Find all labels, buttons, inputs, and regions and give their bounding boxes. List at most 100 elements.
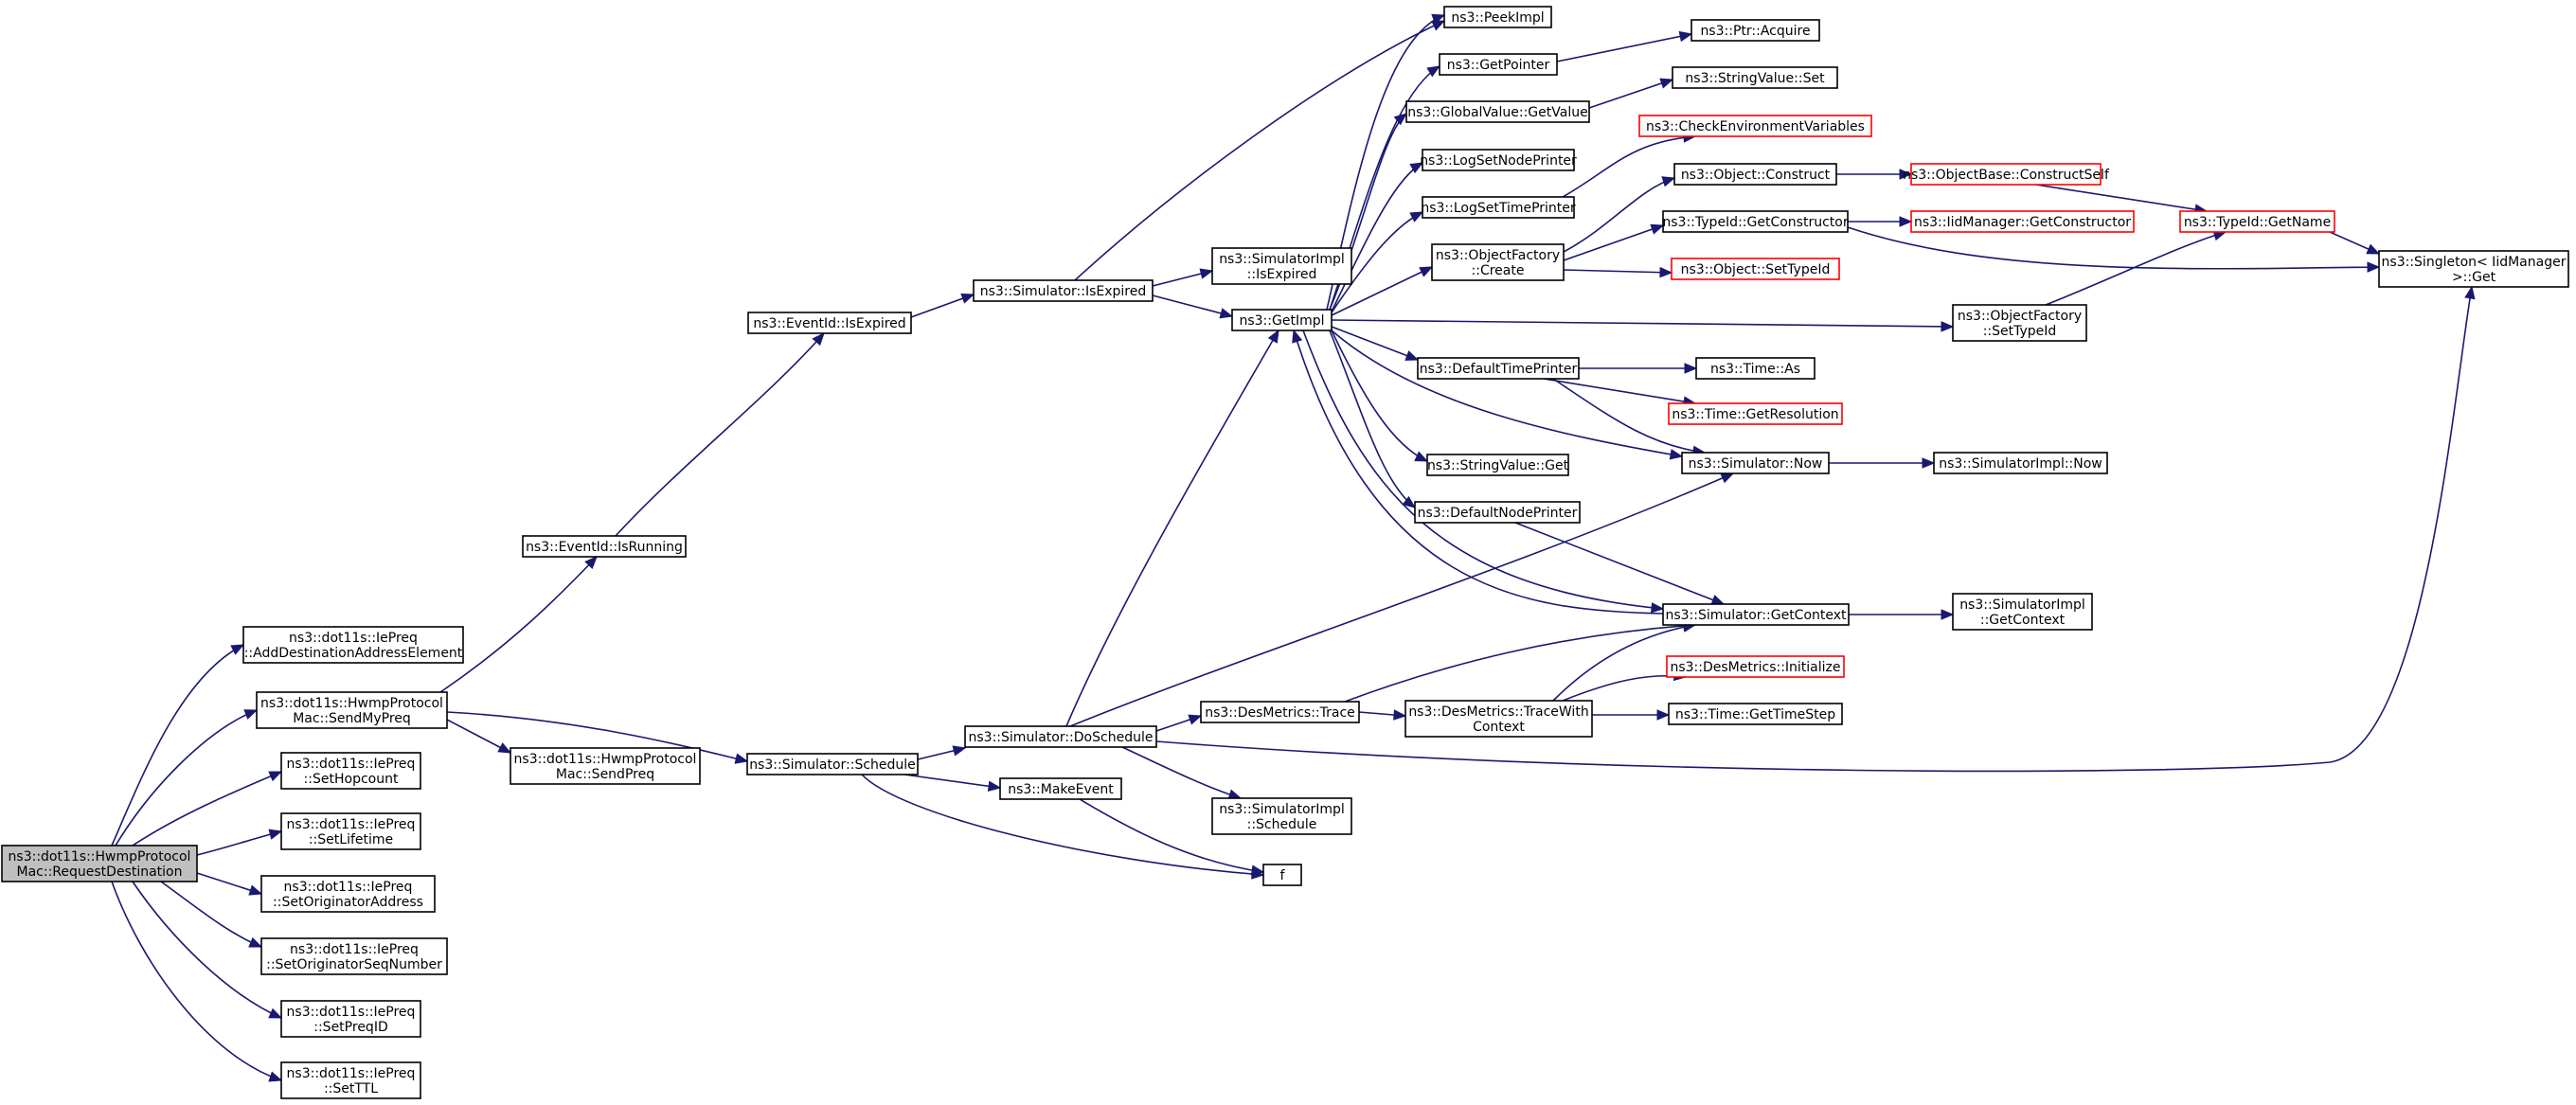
arrowhead-time_as xyxy=(1684,363,1698,374)
node-set-preqid[interactable]: ns3::dot11s::IePreq::SetPreqID xyxy=(280,1000,421,1038)
node-time-getresolution[interactable]: ns3::Time::GetResolution xyxy=(1668,402,1843,425)
arrowhead-peek_impl xyxy=(1431,20,1446,31)
node-set-hopcount[interactable]: ns3::dot11s::IePreq::SetHopcount xyxy=(280,752,421,790)
arrowhead-singleton_get xyxy=(2367,261,2381,273)
node-box xyxy=(1405,100,1590,123)
node-stringvalue-get[interactable]: ns3::StringValue::Get xyxy=(1426,454,1569,476)
node-simimpl-getcontext[interactable]: ns3::SimulatorImpl::GetContext xyxy=(1952,593,2093,631)
node-box xyxy=(1231,309,1333,331)
node-get-impl[interactable]: ns3::GetImpl xyxy=(1231,309,1333,331)
node-label: ns3::dot11s::IePreq xyxy=(287,1005,416,1020)
edge-root-to-send_my_preq xyxy=(115,709,258,847)
node-box xyxy=(242,626,464,664)
node-object-settypeid[interactable]: ns3::Object::SetTypeId xyxy=(1671,258,1840,280)
node-singleton-get[interactable]: ns3::Singleton< IidManager>::Get xyxy=(2378,250,2569,288)
node-simimpl-now[interactable]: ns3::SimulatorImpl::Now xyxy=(1933,452,2108,474)
node-eventid-isrunning[interactable]: ns3::EventId::IsRunning xyxy=(522,535,687,558)
node-label: ::SetLifetime xyxy=(309,832,393,847)
node-typeid-getconstructor[interactable]: ns3::TypeId::GetConstructor xyxy=(1662,210,1849,233)
arrowhead-sim_now xyxy=(1720,472,1735,484)
node-label: ns3::GlobalValue::GetValue xyxy=(1407,105,1587,120)
edge-root-to-set_ttl xyxy=(111,881,282,1081)
edge-eventid_isrunning-to-eventid_isexpired xyxy=(615,332,825,537)
edge-sim_doschedule-to-get_impl xyxy=(1065,330,1279,727)
node-check-env[interactable]: ns3::CheckEnvironmentVariables xyxy=(1638,115,1872,137)
node-label: ns3::MakeEvent xyxy=(1008,782,1114,797)
node-root[interactable]: ns3::dot11s::HwmpProtocolMac::RequestDes… xyxy=(1,845,198,882)
node-default-node-printer[interactable]: ns3::DefaultNodePrinter xyxy=(1414,501,1581,524)
arrowhead-send_my_preq xyxy=(243,709,259,720)
edge-default_node_printer-to-sim_getcontext xyxy=(1514,522,1725,605)
node-box xyxy=(260,937,448,975)
node-typeid-getname[interactable]: ns3::TypeId::GetName xyxy=(2179,210,2335,233)
edge-send_my_preq-to-sim_schedule xyxy=(446,711,748,762)
node-set-ttl[interactable]: ns3::dot11s::IePreq::SetTTL xyxy=(280,1061,421,1099)
node-make-event[interactable]: ns3::MakeEvent xyxy=(999,777,1122,800)
node-label: ns3::DefaultNodePrinter xyxy=(1418,506,1578,521)
node-des-trace[interactable]: ns3::DesMetrics::Trace xyxy=(1200,701,1360,723)
node-label: ns3::dot11s::HwmpProtocol xyxy=(260,696,443,711)
edge-log_set_time-to-check_env xyxy=(1562,135,1696,198)
node-label: Context xyxy=(1473,720,1525,735)
node-label: ns3::TypeId::GetName xyxy=(2184,215,2331,230)
node-log-set-node[interactable]: ns3::LogSetNodePrinter xyxy=(1420,149,1577,171)
node-label: ::SetOriginatorAddress xyxy=(273,895,423,910)
node-globalvalue-getvalue[interactable]: ns3::GlobalValue::GetValue xyxy=(1405,100,1590,123)
node-objfactory-create[interactable]: ns3::ObjectFactory::Create xyxy=(1431,243,1565,281)
node-label: ns3::DesMetrics::Initialize xyxy=(1670,660,1840,675)
node-time-gettimestep[interactable]: ns3::Time::GetTimeStep xyxy=(1668,703,1843,725)
node-objfactory-settypeid[interactable]: ns3::ObjectFactory::SetTypeId xyxy=(1952,304,2087,342)
node-label: ::GetContext xyxy=(1980,613,2066,628)
node-sim-getcontext[interactable]: ns3::Simulator::GetContext xyxy=(1662,603,1850,626)
node-des-initialize[interactable]: ns3::DesMetrics::Initialize xyxy=(1666,655,1845,678)
node-simimpl-schedule[interactable]: ns3::SimulatorImpl::Schedule xyxy=(1211,797,1352,835)
node-iidmanager-getconstructor[interactable]: ns3::IidManager::GetConstructor xyxy=(1910,210,2135,233)
node-add-dest[interactable]: ns3::dot11s::IePreq::AddDestinationAddre… xyxy=(242,626,464,664)
node-ptr-acquire[interactable]: ns3::Ptr::Acquire xyxy=(1690,19,1820,42)
node-peek-impl[interactable]: ns3::PeekImpl xyxy=(1443,6,1552,28)
arrowhead-set_orig_seq xyxy=(248,936,263,948)
node-label: ns3::LogSetNodePrinter xyxy=(1420,153,1577,169)
node-get-pointer[interactable]: ns3::GetPointer xyxy=(1439,53,1558,76)
edge-root-to-set_hopcount xyxy=(132,771,282,847)
arrowhead-stringvalue_get xyxy=(1414,451,1429,462)
node-label: ns3::dot11s::IePreq xyxy=(289,631,418,646)
node-label: ns3::EventId::IsRunning xyxy=(526,540,683,555)
node-box xyxy=(1910,210,2135,233)
node-eventid-isexpired[interactable]: ns3::EventId::IsExpired xyxy=(747,312,912,334)
node-label: ::SetTTL xyxy=(324,1081,378,1096)
node-log-set-time[interactable]: ns3::LogSetTimePrinter xyxy=(1421,196,1576,219)
node-f[interactable]: f xyxy=(1262,864,1302,886)
node-label: ns3::SimulatorImpl::Now xyxy=(1939,456,2102,472)
node-sim-now[interactable]: ns3::Simulator::Now xyxy=(1681,452,1830,474)
node-stringvalue-set[interactable]: ns3::StringValue::Set xyxy=(1672,66,1838,89)
node-sim-doschedule[interactable]: ns3::Simulator::DoSchedule xyxy=(964,725,1157,748)
node-sim-isexpired[interactable]: ns3::Simulator::IsExpired xyxy=(973,279,1154,302)
node-box xyxy=(522,535,687,558)
node-label: ns3::IidManager::GetConstructor xyxy=(1914,215,2131,230)
node-box xyxy=(1668,703,1843,725)
node-object-construct[interactable]: ns3::Object::Construct xyxy=(1673,163,1837,186)
node-label: ns3::PeekImpl xyxy=(1451,10,1544,26)
node-box xyxy=(999,777,1122,800)
node-time-as[interactable]: ns3::Time::As xyxy=(1695,357,1816,380)
node-set-lifetime[interactable]: ns3::dot11s::IePreq::SetLifetime xyxy=(280,812,421,850)
node-simimpl-isexpired[interactable]: ns3::SimulatorImpl::IsExpired xyxy=(1211,247,1352,285)
node-set-orig-addr[interactable]: ns3::dot11s::IePreq::SetOriginatorAddres… xyxy=(260,875,436,913)
node-label: ns3::EventId::IsExpired xyxy=(753,316,905,331)
node-box xyxy=(1211,797,1352,835)
node-box xyxy=(1,845,198,882)
arrowhead-log_set_node xyxy=(1409,162,1424,174)
node-box xyxy=(2179,210,2335,233)
node-set-orig-seq[interactable]: ns3::dot11s::IePreq::SetOriginatorSeqNum… xyxy=(260,937,448,975)
edge-sim_doschedule-to-singleton_get xyxy=(1155,286,2473,773)
node-sim-schedule[interactable]: ns3::Simulator::Schedule xyxy=(746,753,919,775)
arrowhead-set_preqid xyxy=(268,1007,283,1019)
node-objbase-constructself[interactable]: ns3::ObjectBase::ConstructSelf xyxy=(1903,163,2110,186)
node-box xyxy=(1666,655,1845,678)
node-default-time-printer[interactable]: ns3::DefaultTimePrinter xyxy=(1417,357,1580,380)
